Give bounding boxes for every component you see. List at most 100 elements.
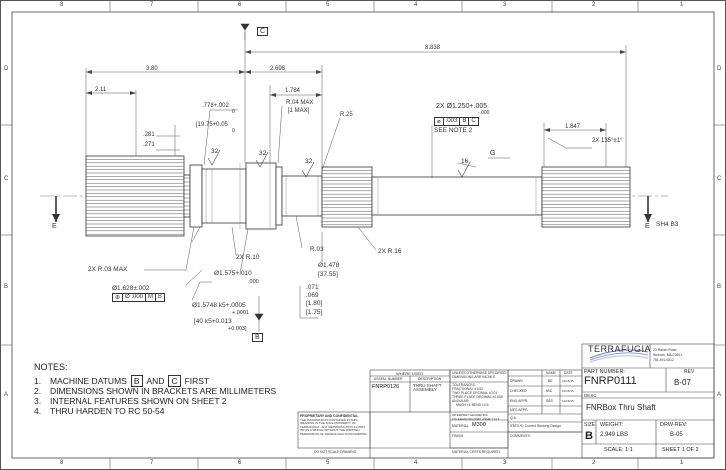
dim-1975-low: 0 — [232, 128, 235, 134]
spline-teeth-mid — [322, 170, 372, 226]
zone-col-7: 7 — [150, 2, 154, 8]
name-header: NAME — [546, 371, 556, 375]
tol-angular: ANGULAR: — [452, 399, 470, 403]
zone-col-5: 5 — [326, 2, 330, 8]
dim-40: [40 k5+0.013 — [194, 318, 232, 325]
status: STATUS: Current Working Design — [510, 424, 561, 428]
zone-row-d-right: D — [717, 66, 722, 72]
checked-name: MIC — [546, 389, 553, 393]
dim-778-low: 0 — [232, 109, 235, 115]
eng-appr-label: ENG APPR. — [510, 399, 529, 403]
dim-071: .071 — [306, 284, 319, 291]
note-1-datum-b: B — [130, 375, 143, 387]
note-4: 4. THRU HARDEN TO RC 50-54 — [34, 406, 164, 416]
do-not-scale: DO NOT SCALE DRAWING — [314, 450, 357, 454]
finish-label: FINISH — [452, 434, 464, 438]
zone-col-8: 8 — [60, 2, 64, 8]
dim-1784: 1.784 — [285, 88, 301, 94]
dim-1847: 1.847 — [565, 124, 581, 130]
dim-180: [1.80] — [306, 300, 323, 307]
material: M300 — [472, 422, 486, 428]
dim-r16: 2X R.16 — [378, 248, 402, 255]
zone-row-b-right: B — [717, 284, 722, 290]
qa-label: Q.A. — [510, 416, 517, 420]
finish-32-b: 32 — [259, 150, 267, 157]
zone-row-d: D — [4, 66, 9, 72]
drw-rev: B-05 — [670, 432, 683, 438]
sheet-number: SHEET 1 OF 2 — [662, 447, 699, 453]
scale: SCALE: 1:1 — [604, 447, 633, 453]
zone-col-6-bottom: 6 — [238, 460, 242, 466]
zone-row-c: C — [4, 176, 9, 182]
dim-r03: R.03 — [310, 246, 324, 253]
tol-header: UNLESS OTHERWISE SPECIFIED: DIMENSIONS A… — [452, 371, 507, 379]
company-address-1: 23 Rainin Road — [653, 348, 677, 352]
mfg-appr-label: MFG APPR. — [510, 408, 529, 412]
dim-1628: Ø1.628±.002 — [112, 285, 150, 292]
spline-teeth-right — [542, 170, 630, 226]
section-label-left: E — [52, 223, 57, 230]
drawn-label: DRAWN — [510, 379, 523, 383]
fcf2-value: Ø .000 — [123, 294, 147, 301]
dim-chamfer: 2X 135°±1° — [592, 138, 623, 144]
zone-row-a-right: A — [717, 392, 722, 398]
zone-col-4: 4 — [414, 2, 418, 8]
dim-1478-mm: [37.55] — [318, 271, 338, 278]
drawn-date: 10/15/15 — [562, 379, 574, 383]
fcf-datum-c: C — [471, 118, 476, 124]
assem-number: FNRP0126 — [372, 384, 400, 390]
dim-069: .069 — [306, 292, 319, 299]
dim-r04: R.04 MAX — [286, 100, 314, 106]
proprietary-title: PROPRIETARY AND CONFIDENTIAL — [300, 414, 359, 418]
label-g: G — [490, 150, 496, 157]
dim-r10: 2X R.10 — [236, 254, 260, 261]
datum-c-flag: C — [257, 27, 269, 36]
shaft-detail-lines — [205, 163, 537, 229]
eng-appr-name: SAS — [546, 399, 553, 403]
dim-r04-mm: [1 MAX] — [288, 108, 310, 114]
fcf-position: ⌀ .003 B C — [434, 117, 479, 126]
note-3-text: INTERNAL FEATURES SHOWN ON SHEET 2 — [50, 396, 227, 406]
dim-1575-low: .000 — [248, 279, 259, 285]
dimension-lines — [85, 28, 627, 332]
interpret-gdt: INTERPRET GEOMETRIC TOLERANCING PER: ASM… — [452, 413, 500, 421]
note-1-and: AND — [146, 376, 165, 386]
dim-r03-max: 2X R.03 MAX — [88, 266, 128, 273]
part-number: FNRP0111 — [584, 375, 637, 387]
zone-row-a: A — [4, 392, 9, 398]
zone-col-6: 6 — [238, 2, 242, 8]
dim-1975: [19.75+0.05 — [196, 122, 228, 128]
dim-bore-low: -.000 — [478, 110, 490, 116]
dim-281: .281 — [143, 132, 155, 138]
company-name: TERRAFUGIA — [588, 344, 652, 354]
tol-three-place: THREE PLACE DECIMAL ±0.005 — [452, 395, 503, 399]
dim-271: .271 — [143, 142, 155, 148]
zone-row-b: B — [4, 284, 9, 290]
checked-date: 10/16/15 — [562, 389, 574, 393]
zone-col-1: 1 — [680, 2, 684, 8]
rev: B-07 — [674, 378, 691, 387]
dim-2698: 2.698 — [270, 66, 286, 72]
note-2-num: 2. — [34, 386, 42, 396]
drw-rev-label: DRW-REV: — [660, 422, 688, 428]
section-ref: SH4 B3 — [656, 221, 679, 228]
desc-label: DESC — [584, 393, 597, 398]
note-1-text-b: FIRST — [184, 376, 210, 386]
checked-label: CHECKED — [510, 389, 527, 393]
spline-teeth-left — [86, 159, 184, 235]
zone-col-2: 2 — [592, 2, 596, 8]
size-label: SIZE — [584, 422, 596, 428]
finish-32-c: 32 — [305, 158, 313, 165]
section-line-e — [52, 196, 652, 222]
surface-finish-symbols — [207, 149, 471, 178]
eng-appr-date: 10/16/15 — [562, 399, 574, 403]
section-label-right: E — [645, 223, 650, 230]
finish-32-a: 32 — [211, 148, 219, 155]
flange-teeth — [184, 177, 190, 215]
note-1-datum-c: C — [168, 375, 181, 387]
tol-fractional: FRACTIONAL ±1/32 — [452, 387, 483, 391]
note-1: 1. MACHINE DATUMS B AND C FIRST — [34, 375, 209, 387]
tol-two-place: TWO PLACE DECIMAL ±0.01 — [452, 391, 498, 395]
position-symbol-icon: ⊕ — [113, 294, 124, 301]
